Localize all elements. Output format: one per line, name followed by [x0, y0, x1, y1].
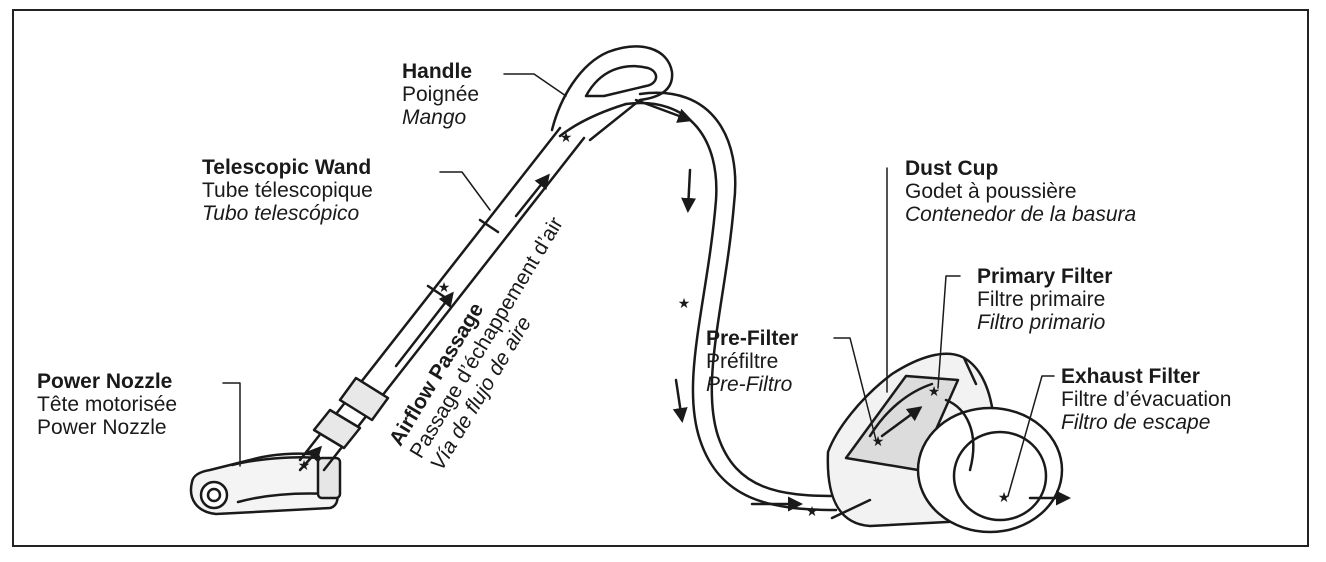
handle-label: Handle Poignée Mango [402, 60, 479, 129]
star-marker: ★ [298, 458, 311, 474]
primary-filter-label: Primary Filter Filtre primaire Filtro pr… [977, 265, 1112, 334]
pre-filter-label: Pre-Filter Préfiltre Pre-Filtro [706, 327, 798, 396]
exhaust-filter-label: Exhaust Filter Filtre d’évacuation Filtr… [1061, 365, 1231, 434]
dust-cup-label-es: Contenedor de la basura [905, 203, 1137, 226]
pre-filter-label-en: Pre-Filter [706, 327, 799, 350]
handle-label-fr: Poignée [402, 83, 480, 106]
airflow-arrows [298, 173, 550, 472]
power-nozzle-label-es: Power Nozzle [37, 416, 167, 439]
telescopic-wand-label-fr: Tube télescopique [202, 179, 373, 202]
telescopic-wand-drawing [298, 126, 586, 472]
exhaust-filter-label-fr: Filtre d’évacuation [1061, 388, 1232, 411]
star-marker: ★ [928, 384, 941, 400]
primary-filter-label-en: Primary Filter [977, 265, 1113, 288]
primary-filter-label-fr: Filtre primaire [977, 288, 1106, 311]
pre-filter-label-fr: Préfiltre [706, 350, 779, 373]
dust-cup-label-en: Dust Cup [905, 157, 999, 180]
handle-label-es: Mango [402, 106, 467, 129]
star-marker: ★ [678, 296, 691, 312]
leader-lines [222, 73, 1055, 497]
diagram-frame [12, 9, 1309, 547]
star-marker: ★ [806, 504, 819, 520]
canister-drawing [826, 352, 1071, 534]
star-marker: ★ [560, 130, 573, 146]
power-nozzle-label-fr: Tête motorisée [37, 393, 178, 416]
power-nozzle-label: Power Nozzle Tête motorisée Power Nozzle [37, 370, 177, 439]
power-nozzle-label-en: Power Nozzle [37, 370, 173, 393]
telescopic-wand-label: Telescopic Wand Tube télescopique Tubo t… [202, 156, 373, 225]
dust-cup-label: Dust Cup Godet à poussière Contenedor de… [905, 157, 1136, 226]
telescopic-wand-label-en: Telescopic Wand [202, 156, 372, 179]
telescopic-wand-label-es: Tubo telescópico [202, 202, 360, 225]
exhaust-filter-label-es: Filtro de escape [1061, 411, 1211, 434]
power-nozzle-drawing [189, 452, 342, 516]
pre-filter-label-es: Pre-Filtro [706, 373, 793, 396]
star-marker: ★ [438, 280, 451, 296]
exhaust-filter-label-en: Exhaust Filter [1061, 365, 1200, 388]
primary-filter-label-es: Filtro primario [977, 311, 1106, 334]
handle-label-en: Handle [402, 60, 473, 83]
hose-drawing [624, 91, 838, 512]
star-marker: ★ [872, 434, 885, 450]
star-marker: ★ [998, 490, 1011, 506]
dust-cup-label-fr: Godet à poussière [905, 180, 1077, 203]
